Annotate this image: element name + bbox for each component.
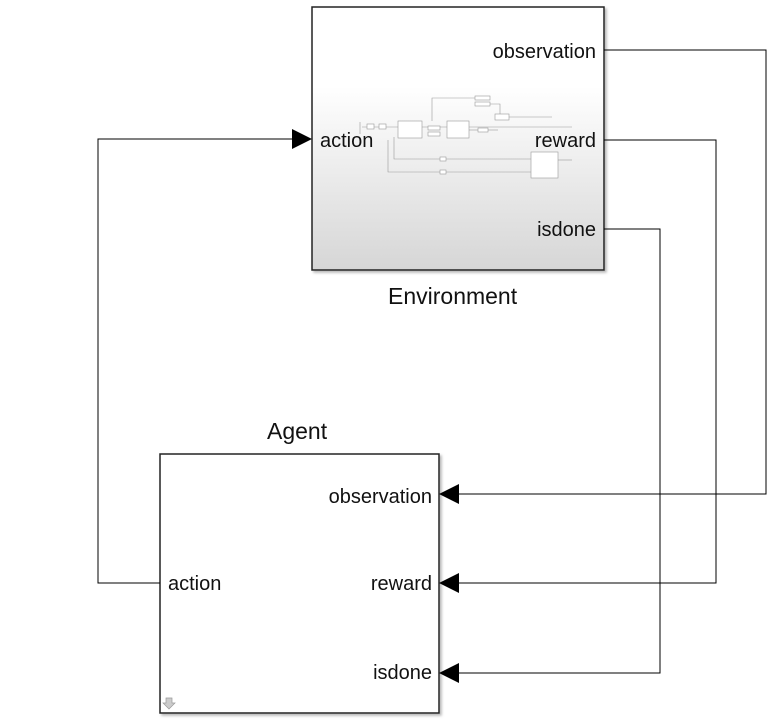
action-arrowhead bbox=[292, 129, 312, 149]
agent-port-isdone: isdone bbox=[373, 662, 432, 684]
environment-subsystem-preview bbox=[359, 95, 572, 179]
isdone-arrowhead bbox=[439, 663, 459, 683]
reward-signal-line[interactable] bbox=[458, 139, 717, 584]
environment-block-title: Environment bbox=[388, 283, 518, 309]
environment-block[interactable] bbox=[311, 6, 605, 271]
observation-arrowhead bbox=[439, 484, 459, 504]
agent-block[interactable] bbox=[159, 453, 440, 714]
agent-block-corner-icon bbox=[162, 697, 176, 710]
agent-block-title: Agent bbox=[267, 418, 328, 444]
reward-arrowhead bbox=[439, 573, 459, 593]
environment-port-action: action bbox=[320, 130, 374, 152]
environment-port-isdone: isdone bbox=[537, 219, 596, 241]
observation-signal-line[interactable] bbox=[458, 49, 767, 495]
isdone-signal-line[interactable] bbox=[458, 228, 661, 674]
environment-port-observation: observation bbox=[492, 41, 596, 63]
environment-port-reward: reward bbox=[534, 130, 596, 152]
agent-port-reward: reward bbox=[370, 573, 432, 595]
action-signal-line[interactable] bbox=[97, 138, 292, 584]
agent-port-action: action bbox=[168, 573, 222, 595]
agent-port-observation: observation bbox=[328, 486, 432, 508]
